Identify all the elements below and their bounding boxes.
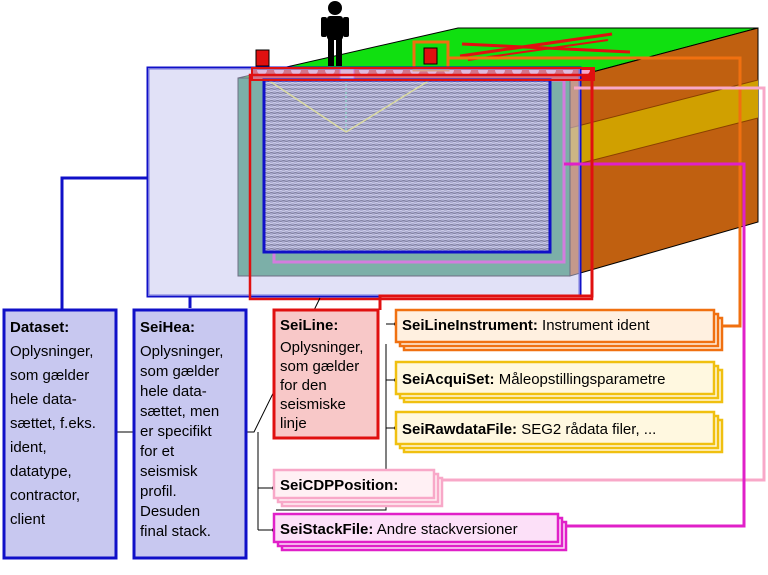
dataset-description: Oplysninger, som gælder hele data- sætte… <box>10 343 100 528</box>
connectors <box>60 56 766 531</box>
seihea-title: SeiHea: <box>140 319 195 336</box>
person-icon <box>321 1 349 66</box>
seirawdatafile-box: SeiRawdataFile: SEG2 rådata filer, ... <box>394 410 724 454</box>
dataset-box: Dataset: Oplysninger, som gælder hele da… <box>2 308 118 560</box>
seihea-box: SeiHea: Oplysninger, som gælder hele dat… <box>132 308 248 560</box>
seilineinstrument-box: SeiLineInstrument: Instrument ident <box>394 308 724 352</box>
seihea-description: Oplysninger, som gælder hele data- sætte… <box>140 343 228 540</box>
dataset-title: Dataset: <box>10 319 69 336</box>
seiacquiset-box: SeiAcquiSet: Måleopstillingsparametre <box>394 360 724 404</box>
source-marker-right <box>423 47 438 65</box>
seiline-description: Oplysninger, som gælder for den seismisk… <box>280 339 368 432</box>
seiacquiset-label: SeiAcquiSet: Måleopstillingsparametre <box>402 371 665 388</box>
ground-side-sand-layer <box>570 80 758 166</box>
seistackfile-box: SeiStackFile: Andre stackversioner <box>272 512 568 552</box>
seiline-box: SeiLine: Oplysninger, som gælder for den… <box>272 308 380 440</box>
seicdpposition-box: SeiCDPPosition: <box>272 468 444 508</box>
seiline-title: SeiLine: <box>280 317 338 334</box>
seistackfile-label: SeiStackFile: Andre stackversioner <box>280 521 518 538</box>
seilineinstrument-label: SeiLineInstrument: Instrument ident <box>402 317 650 334</box>
seicdpposition-label: SeiCDPPosition: <box>280 477 398 494</box>
seirawdatafile-label: SeiRawdataFile: SEG2 rådata filer, ... <box>402 421 656 438</box>
seihea-frame <box>148 68 580 296</box>
source-marker-left <box>255 49 270 67</box>
